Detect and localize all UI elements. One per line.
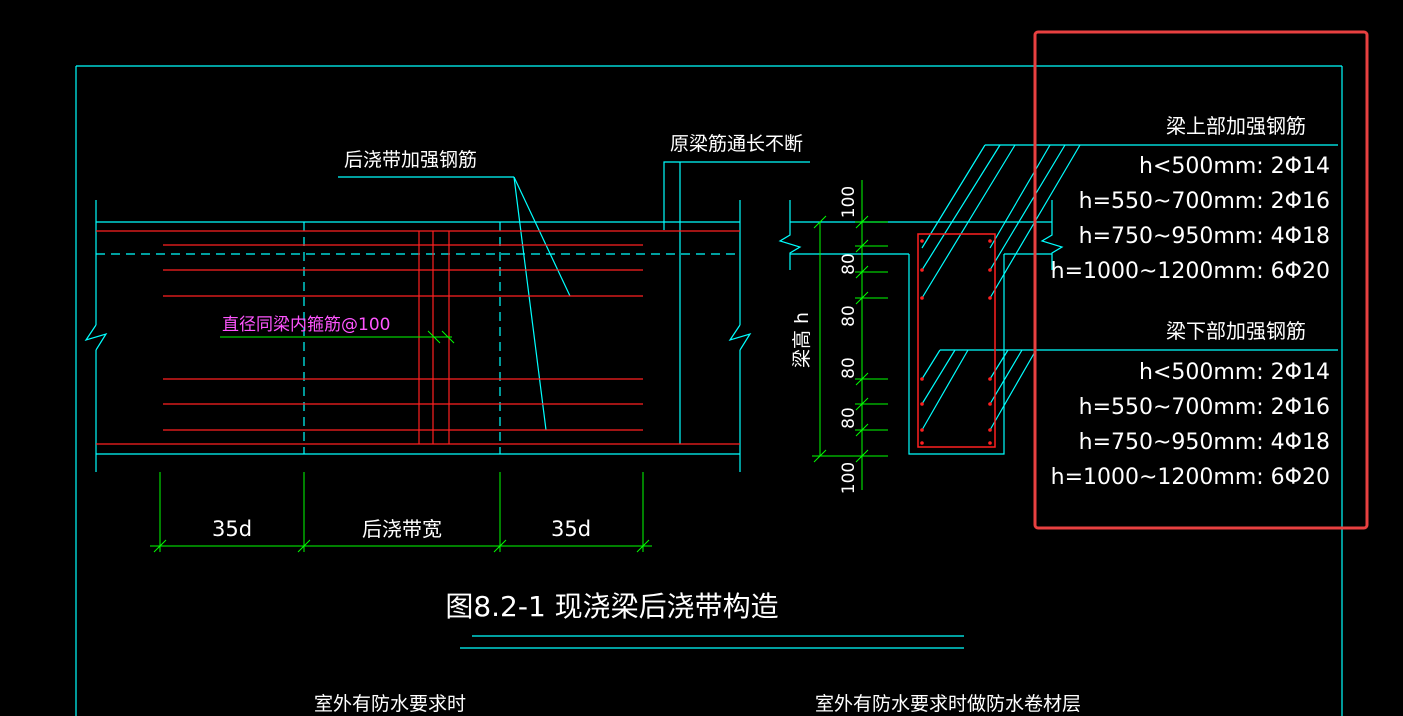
post-pour-rebar-label: 后浇带加强钢筋 <box>344 149 477 171</box>
section-dim-1: 80 <box>839 253 859 275</box>
upper-row-3: h=1000~1200mm: 6Φ20 <box>1051 259 1330 284</box>
lower-row-0: h<500mm: 2Φ14 <box>1139 360 1330 385</box>
bottom-right-note: 室外有防水要求时做防水卷材层 <box>815 693 1081 715</box>
lower-row-2: h=750~950mm: 4Φ18 <box>1079 430 1330 455</box>
section-dim-0: 100 <box>839 186 859 218</box>
dim-35d-right: 35d <box>551 517 591 541</box>
figure-title: 图8.2-1 现浇梁后浇带构造 <box>445 590 778 623</box>
original-rebar-label: 原梁筋通长不断 <box>670 133 803 155</box>
section-dim-2: 80 <box>839 305 859 327</box>
beam-height-label: 梁高 h <box>791 312 813 368</box>
section-dim-5: 100 <box>839 462 859 494</box>
lower-row-1: h=550~700mm: 2Φ16 <box>1079 395 1330 420</box>
upper-row-1: h=550~700mm: 2Φ16 <box>1079 189 1330 214</box>
section-dim-4: 80 <box>839 407 859 429</box>
upper-row-0: h<500mm: 2Φ14 <box>1139 154 1330 179</box>
stirrup-note: 直径同梁内箍筋@100 <box>222 315 390 335</box>
bottom-left-note: 室外有防水要求时 <box>314 693 466 715</box>
beam-section: 100 80 80 80 80 100 梁高 h <box>778 144 1338 494</box>
dim-band-width: 后浇带宽 <box>362 517 442 541</box>
upper-row-2: h=750~950mm: 4Φ18 <box>1079 224 1330 249</box>
lower-row-3: h=1000~1200mm: 6Φ20 <box>1051 465 1330 490</box>
drawing-frame <box>75 65 1343 716</box>
highlight-box <box>1033 30 1369 530</box>
lower-title: 梁下部加强钢筋 <box>1166 319 1306 343</box>
reinforcement-table: 梁上部加强钢筋 h<500mm: 2Φ14 h=550~700mm: 2Φ16 … <box>1051 114 1330 490</box>
section-dim-3: 80 <box>839 357 859 379</box>
upper-title: 梁上部加强钢筋 <box>1166 114 1306 138</box>
beam-elevation: 直径同梁内箍筋@100 后浇带加强钢筋 原梁筋通长不断 35d 后浇带宽 35d <box>84 133 810 553</box>
dim-35d-left: 35d <box>212 517 252 541</box>
